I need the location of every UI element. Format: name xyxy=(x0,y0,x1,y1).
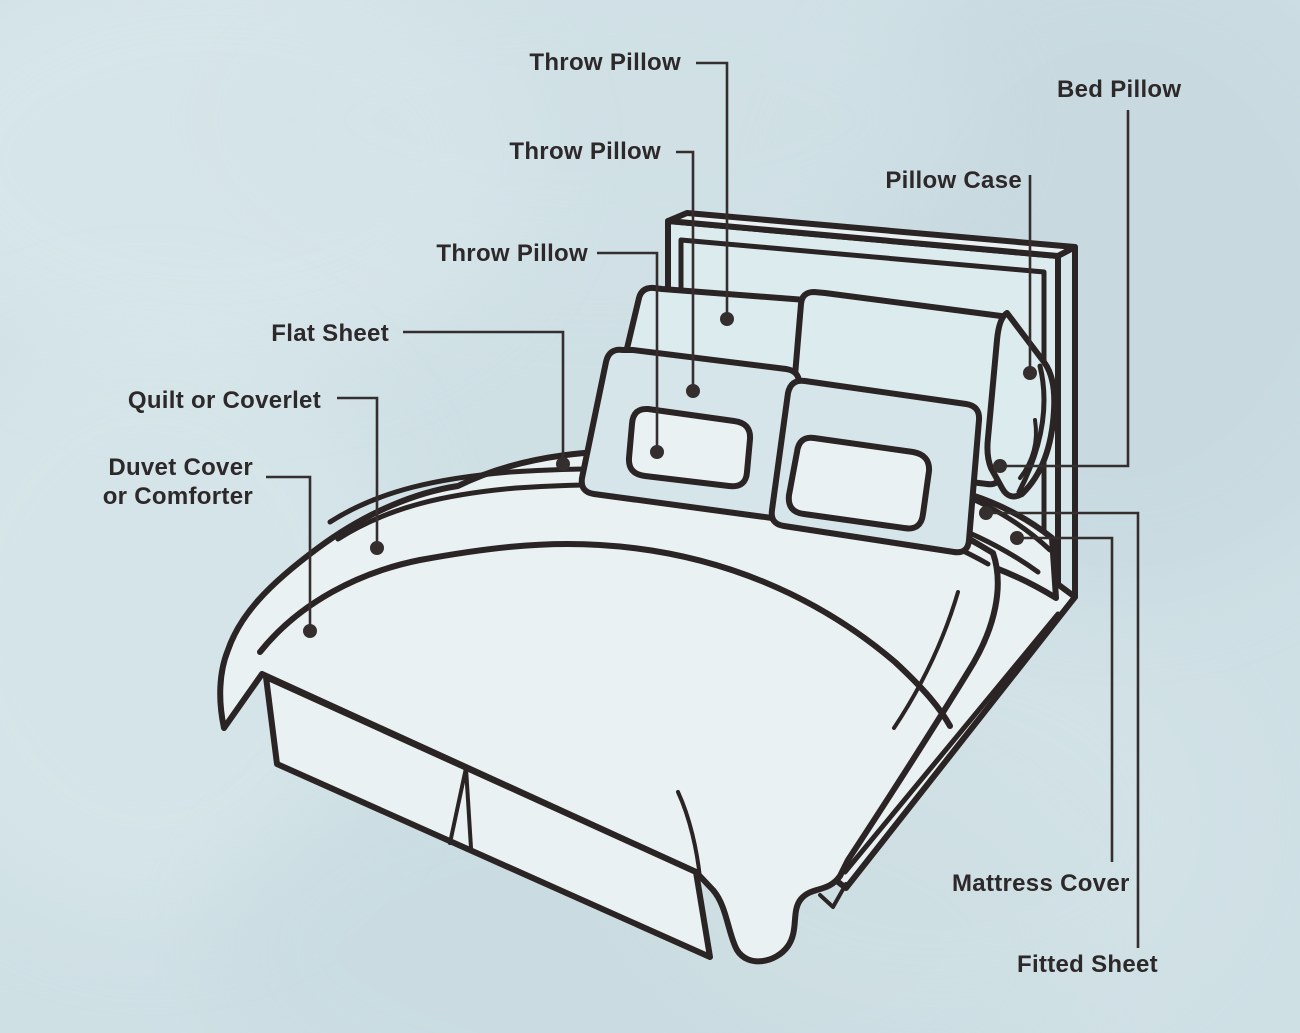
leader-fitted-sheet xyxy=(979,506,1140,948)
label-throw-pillow-3: Throw Pillow xyxy=(436,240,588,267)
label-throw-pillow-1: Throw Pillow xyxy=(529,49,681,76)
leader-mattress-cover xyxy=(1010,531,1114,862)
leader-bed-pillow xyxy=(993,110,1130,473)
headboard-side-face xyxy=(1055,244,1078,617)
rail-inner-edge xyxy=(842,611,1061,875)
label-flat-sheet: Flat Sheet xyxy=(271,320,389,347)
label-mattress-cover: Mattress Cover xyxy=(952,870,1130,897)
duvet-side-crease xyxy=(892,590,960,730)
label-quilt-or-coverlet: Quilt or Coverlet xyxy=(127,387,321,414)
label-bed-pillow: Bed Pillow xyxy=(1057,76,1182,103)
bolster-roll-crease xyxy=(1018,418,1038,480)
front-right-throw-pillow xyxy=(785,434,933,532)
duvet-foot-crease xyxy=(676,790,702,880)
leader-throw-pillow-2 xyxy=(676,150,700,398)
label-fitted-sheet: Fitted Sheet xyxy=(1017,951,1158,978)
bed-skirt-panel xyxy=(263,674,713,960)
leader-throw-pillow-1 xyxy=(696,61,734,326)
leader-throw-pillow-3 xyxy=(597,251,664,459)
front-left-throw-pillow xyxy=(625,405,754,490)
leader-quilt-or-coverlet xyxy=(337,396,384,555)
duvet-fold-edge xyxy=(257,540,953,729)
bed-pillow-bolster xyxy=(984,310,1058,500)
label-pillow-case: Pillow Case xyxy=(885,167,1022,194)
bolster-end-cap xyxy=(1016,363,1047,495)
leader-duvet-cover xyxy=(266,475,317,638)
bed-skirt xyxy=(263,674,713,960)
label-throw-pillow-2: Throw Pillow xyxy=(509,138,661,165)
label-duvet-cover-or-comforter: Duvet Cover or Comforter xyxy=(103,453,253,511)
bed-skirt-pleat xyxy=(448,766,473,850)
bed-foot-leg xyxy=(818,882,848,909)
leader-pillow-case xyxy=(1023,175,1037,380)
label-duvet-line2: or Comforter xyxy=(102,483,253,510)
leader-flat-sheet xyxy=(403,330,570,471)
label-duvet-line1: Duvet Cover xyxy=(108,454,253,481)
